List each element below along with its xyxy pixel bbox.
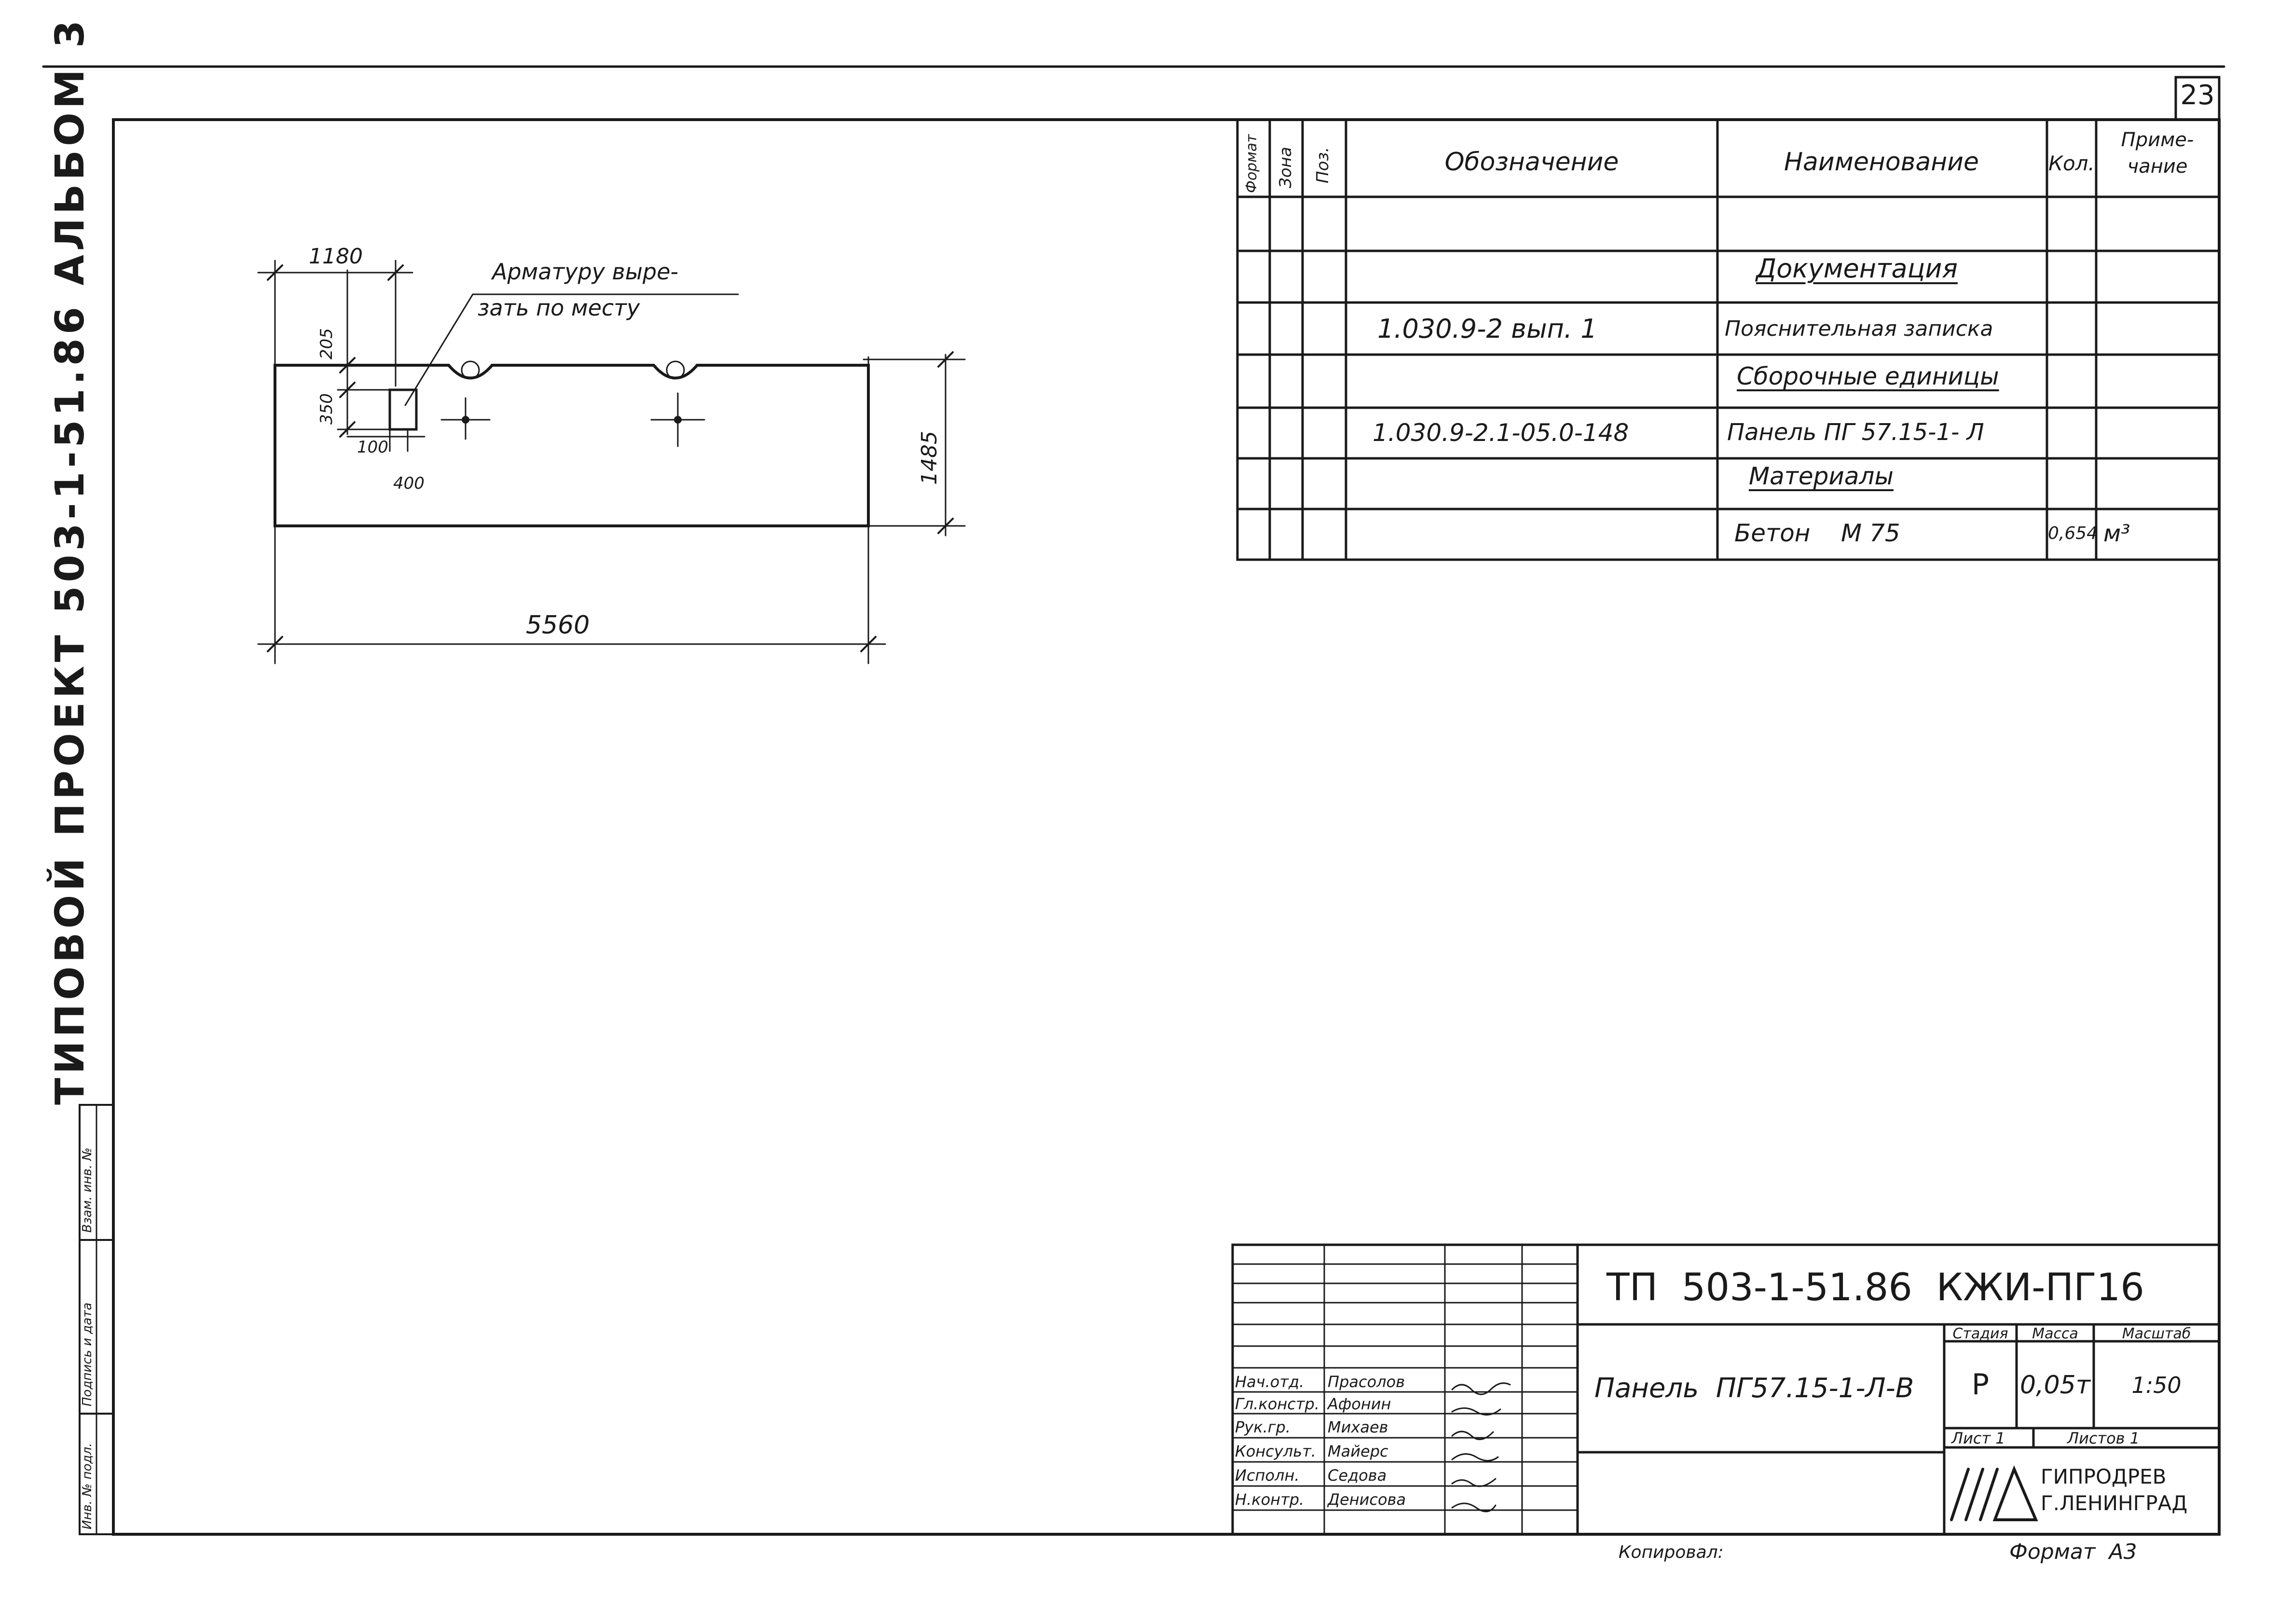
org-name-line1: ГИПРОДРЕВ	[2041, 1465, 2167, 1488]
spec-row-5-designation: 1.030.9-2.1-05.0-148	[1373, 419, 1629, 447]
spec-row-6-name: Материалы	[1749, 462, 1894, 490]
spec-row-5-name: Панель ПГ 57.15-1- Л	[1727, 419, 1984, 446]
role-4-name: Седова	[1328, 1466, 1387, 1485]
spec-header-zone: Зона	[1276, 147, 1295, 188]
scale-label: Масштаб	[2122, 1325, 2191, 1342]
stamp-cell-replace: Взам. инв. №	[80, 1147, 95, 1233]
scale-value: 1:50	[2131, 1372, 2182, 1398]
spec-header-note-2: чание	[2127, 155, 2188, 178]
sheet-label: Лист 1	[1951, 1429, 2005, 1447]
spec-row-7-note: м³	[2103, 520, 2130, 547]
dim-100: 100	[357, 438, 388, 457]
cut-note-line2: зать по месту	[478, 295, 640, 321]
footer-copied: Копировал:	[1619, 1542, 1724, 1562]
spec-header-note-1: Приме-	[2121, 129, 2194, 151]
role-5: Н.контр.	[1235, 1490, 1304, 1509]
role-2: Рук.гр.	[1235, 1418, 1291, 1436]
sheets-label: Листов 1	[2067, 1429, 2140, 1447]
stage-value: Р	[1971, 1368, 1990, 1402]
spec-header-format: Формат	[1243, 134, 1260, 193]
album-side-title: ТИПОВОЙ ПРОЕКТ 503-1-51.86 АЛЬБОМ 3	[47, 16, 93, 1105]
role-2-name: Михаев	[1328, 1418, 1388, 1436]
spec-row-7-qty: 0,654	[2048, 523, 2098, 543]
role-0-name: Прасолов	[1328, 1373, 1405, 1391]
sheet-number: 23	[2180, 80, 2215, 111]
cut-note-line1: Арматуру выре-	[492, 259, 679, 285]
dim-1180: 1180	[309, 244, 363, 269]
title-block-code: ТП 503-1-51.86 КЖИ-ПГ16	[1606, 1266, 2144, 1309]
spec-row-7-name: Бетон М 75	[1734, 519, 1900, 547]
mass-value: 0,05т	[2019, 1371, 2091, 1400]
mass-label: Масса	[2032, 1325, 2078, 1342]
spec-header-name: Наименование	[1784, 148, 1979, 177]
role-4: Исполн.	[1235, 1466, 1300, 1485]
dim-5560: 5560	[526, 611, 590, 640]
role-3: Консульт.	[1235, 1442, 1316, 1460]
role-0: Нач.отд.	[1235, 1373, 1304, 1391]
stage-label: Стадия	[1952, 1325, 2008, 1342]
spec-row-2-name: Документация	[1756, 253, 1958, 284]
role-5-name: Денисова	[1328, 1490, 1406, 1509]
stamp-cell-signature: Подпись и дата	[80, 1302, 95, 1406]
dim-205: 205	[317, 328, 336, 359]
role-3-name: Майерс	[1328, 1442, 1388, 1460]
dim-350: 350	[317, 393, 336, 425]
org-name-line2: Г.ЛЕНИНГРАД	[2041, 1491, 2188, 1515]
role-1: Гл.констр.	[1235, 1395, 1319, 1413]
dim-1485: 1485	[917, 431, 942, 485]
org-logo-mark	[1950, 1465, 2038, 1521]
title-block-description: Панель ПГ57.15-1-Л-В	[1594, 1373, 1914, 1404]
footer-format: Формат А3	[2009, 1540, 2137, 1564]
stamp-cell-inventory: Инв. № подл.	[80, 1443, 95, 1529]
spec-header-qty: Кол.	[2048, 151, 2095, 175]
spec-header-designation: Обозначение	[1444, 148, 1619, 177]
role-1-name: Афонин	[1328, 1395, 1391, 1413]
spec-row-3-name: Пояснительная записка	[1725, 317, 1993, 341]
spec-row-3-designation: 1.030.9-2 вып. 1	[1377, 314, 1597, 344]
spec-header-pos: Поз.	[1313, 147, 1332, 183]
dim-400: 400	[393, 474, 425, 493]
spec-row-4-name: Сборочные единицы	[1737, 362, 1999, 390]
